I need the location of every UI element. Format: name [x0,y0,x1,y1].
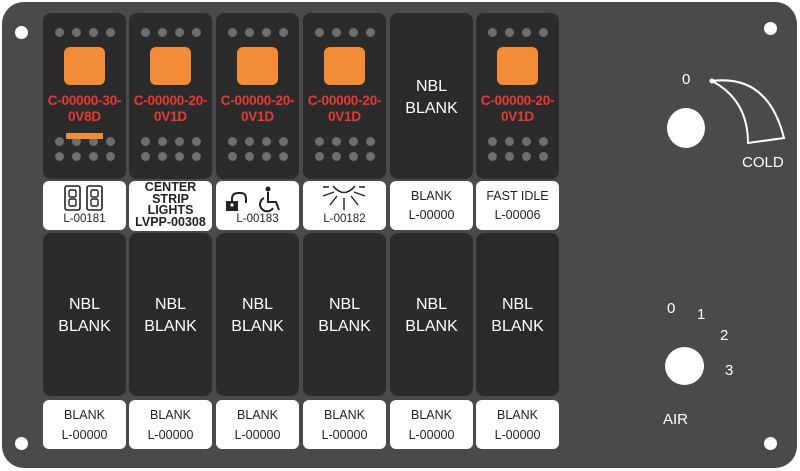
legend-line: CENTER [144,181,197,194]
led-dots-bottom-row2 [315,152,375,161]
led-dots-bottom [228,137,288,146]
switch-code: C-00000-20-0V1D [133,93,208,124]
legend-part-number: LVPP-00308 [135,214,206,229]
legend-title: BLANK [64,408,105,422]
legend-9: BLANK L-00000 [216,400,299,449]
switch-code: C-00000-30-0V8D [47,93,122,124]
mount-hole-bottom-left [15,437,28,450]
switch-code: C-00000-20-0V1D [307,93,382,124]
legend-7: BLANK L-00000 [43,400,126,449]
legend-part-number: L-00000 [408,428,455,442]
legend-2: CENTER STRIP LIGHTS LVPP-00308 [129,181,212,231]
rocker-switch-4[interactable]: C-00000-20-0V1D [303,13,386,179]
led-dots-top [55,28,115,37]
legend-part-number: L-00181 [63,213,106,225]
rocker-switch-3[interactable]: C-00000-20-0V1D [216,13,299,179]
led-dots-top [228,28,288,37]
indicator-lamp [64,47,105,85]
temp-cold-label: COLD [742,154,784,171]
legend-part-number: L-00000 [321,428,368,442]
legend-line: STRIP [152,191,189,206]
legend-12: BLANK L-00000 [476,400,559,449]
led-dots-bottom-row2 [228,152,288,161]
led-dots-bottom [141,137,201,146]
rocker-pair-icon [43,183,126,213]
led-dots-bottom [488,137,548,146]
legend-title: BLANK [237,408,278,422]
indicator-bar [66,133,103,139]
temperature-dial-arc [708,78,786,145]
led-dots-bottom-row2 [141,152,201,161]
lock-accessibility-icon [216,183,299,213]
legend-8: BLANK L-00000 [129,400,212,449]
indicator-lamp [497,47,538,85]
legend-title: BLANK [411,408,452,422]
switch-code: C-00000-20-0V1D [480,93,555,124]
legend-11: BLANK L-00000 [390,400,473,449]
air-title-label: AIR [663,411,689,428]
legend-title: BLANK [150,408,191,422]
led-dots-bottom-row2 [488,152,548,161]
rocker-switch-1[interactable]: C-00000-30-0V8D [43,13,126,179]
legend-part-number: L-00000 [147,428,194,442]
legend-3: L-00183 [216,181,299,230]
legend-4: L-00182 [303,181,386,230]
dome-light-icon [303,183,386,213]
indicator-lamp [150,47,191,85]
led-dots-top [315,28,375,37]
indicator-lamp [237,47,278,85]
air-setting-3: 3 [725,362,734,379]
legend-6: FAST IDLE L-00006 [476,181,559,230]
temperature-knob[interactable] [667,108,705,148]
legend-1: L-00181 [43,181,126,230]
legend-title: BLANK [324,408,365,422]
mount-hole-top-right [764,22,777,35]
legend-title: BLANK [411,189,452,203]
legend-part-number: L-00000 [61,428,108,442]
rocker-switch-2[interactable]: C-00000-20-0V1D [129,13,212,179]
led-dots-top [141,28,201,37]
temp-zero-label: 0 [682,71,691,88]
led-dots-bottom-row2 [55,152,115,161]
air-setting-0: 0 [667,300,676,317]
led-dots-bottom [55,137,115,146]
rocker-switch-6[interactable]: C-00000-20-0V1D [476,13,559,179]
air-knob[interactable] [665,347,704,385]
legend-part-number: L-00182 [323,213,366,225]
legend-title: BLANK [497,408,538,422]
led-dots-bottom [315,137,375,146]
legend-title: FAST IDLE [486,189,549,203]
switch-code: C-00000-20-0V1D [220,93,295,124]
led-dots-top [488,28,548,37]
legend-part-number: L-00000 [234,428,281,442]
legend-part-number: L-00183 [236,213,279,225]
legend-part-number: L-00000 [494,428,541,442]
air-setting-2: 2 [720,327,729,344]
air-setting-1: 1 [697,306,706,323]
legend-10: BLANK L-00000 [303,400,386,449]
legend-part-number: L-00006 [494,208,541,222]
legend-5: BLANK L-00000 [390,181,473,230]
mount-hole-top-left [15,26,28,39]
legend-line: LIGHTS [147,203,194,217]
legend-part-number: L-00000 [408,208,455,222]
mount-hole-bottom-right [764,437,777,450]
indicator-lamp [324,47,365,85]
